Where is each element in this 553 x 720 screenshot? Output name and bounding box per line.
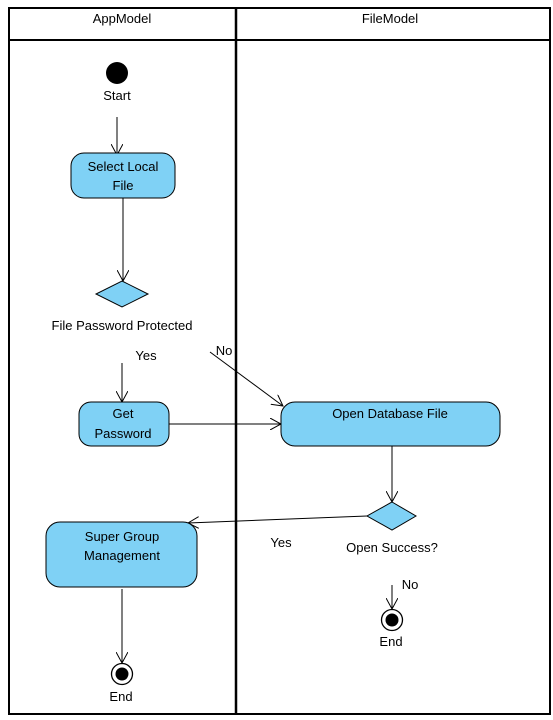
end-label-left: End [109, 689, 132, 704]
start-node [106, 62, 128, 84]
end-label-right: End [379, 634, 402, 649]
select-local-file-label-line2: File [113, 178, 134, 193]
edge-label-password-yes: Yes [135, 348, 157, 363]
swimlane-frame [8, 7, 551, 715]
edge-label-open-no: No [402, 577, 419, 592]
edge-label-open-yes: Yes [270, 535, 292, 550]
end-node-left [110, 662, 134, 686]
password-decision-node[interactable] [94, 280, 150, 308]
super-group-management-node[interactable] [45, 521, 198, 588]
password-decision-label: File Password Protected [52, 318, 193, 333]
get-password-label-line2: Password [94, 426, 151, 441]
open-database-file-label: Open Database File [332, 406, 448, 421]
super-group-management-label-line1: Super Group [85, 529, 159, 544]
flow-decision-to-opendb [209, 351, 283, 406]
flow-decision2-to-supergroup [188, 515, 368, 523]
edge-label-password-no: No [216, 343, 233, 358]
open-success-decision-label: Open Success? [346, 540, 438, 555]
start-label: Start [103, 88, 131, 103]
select-local-file-label-line1: Select Local [88, 159, 159, 174]
open-success-decision-node[interactable] [365, 501, 417, 531]
end-node-right [380, 608, 404, 632]
lane-header-appmodel: AppModel [93, 11, 152, 26]
super-group-management-label-line2: Management [84, 548, 160, 563]
open-database-file-node[interactable] [280, 401, 501, 447]
get-password-label-line1: Get [113, 406, 134, 421]
lane-header-filemodel: FileModel [362, 11, 418, 26]
